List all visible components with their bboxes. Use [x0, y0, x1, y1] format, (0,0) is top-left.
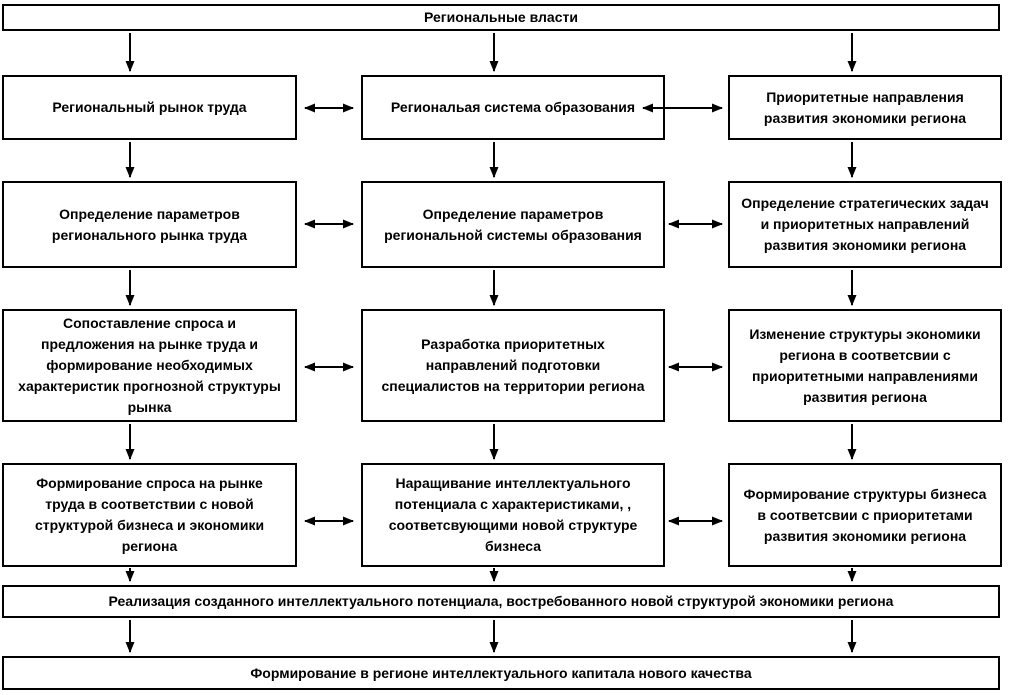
box-potential-realization: Реализация созданного интеллектуального …	[2, 585, 1000, 618]
box-label: Региональая система образования	[390, 99, 636, 115]
box-label: Формирование в регионе интеллектуального…	[250, 664, 752, 681]
box-education-system: Региональая система образования	[361, 75, 665, 140]
box-intellectual-capital: Формирование в регионе интеллектуального…	[2, 656, 1000, 690]
box-label: Сопоставление спроса и предложения на ры…	[18, 315, 281, 415]
box-label: Изменение структуры экономики региона в …	[749, 325, 981, 405]
box-regional-authorities: Региональные власти	[2, 4, 1000, 31]
box-supply-demand-comparison: Сопоставление спроса и предложения на ры…	[2, 309, 297, 422]
box-training-directions: Разработка приоритетных направлений подг…	[361, 309, 665, 422]
box-label: Реализация созданного интеллектуального …	[108, 593, 894, 609]
box-label: Региональные власти	[424, 9, 578, 25]
box-intellectual-potential: Наращивание интеллектуального потенциала…	[361, 463, 665, 567]
box-label: Определение параметров регионального рын…	[51, 205, 248, 243]
box-label: Формирование структуры бизнеса в соответ…	[743, 485, 987, 544]
box-strategic-tasks: Определение стратегических задач и приор…	[728, 181, 1002, 268]
box-education-params: Определение параметров региональной сист…	[361, 181, 665, 268]
box-label: Разработка приоритетных направлений подг…	[381, 336, 645, 394]
box-label: Региональный рынок труда	[52, 99, 247, 115]
box-labor-demand-formation: Формирование спроса на рынке труда в соо…	[2, 463, 297, 567]
box-label: Приоритетные направления развития эконом…	[763, 88, 967, 126]
box-labor-market: Региональный рынок труда	[2, 75, 297, 140]
box-label: Наращивание интеллектуального потенциала…	[388, 475, 638, 554]
box-business-structure-formation: Формирование структуры бизнеса в соответ…	[728, 463, 1002, 567]
box-economy-structure-change: Изменение структуры экономики региона в …	[728, 309, 1002, 422]
box-label: Определение стратегических задач и приор…	[741, 195, 989, 253]
box-label: Формирование спроса на рынке труда в соо…	[34, 475, 265, 554]
box-priority-directions: Приоритетные направления развития эконом…	[728, 75, 1002, 140]
box-labor-market-params: Определение параметров регионального рын…	[2, 181, 297, 268]
box-label: Определение параметров региональной сист…	[384, 205, 642, 243]
